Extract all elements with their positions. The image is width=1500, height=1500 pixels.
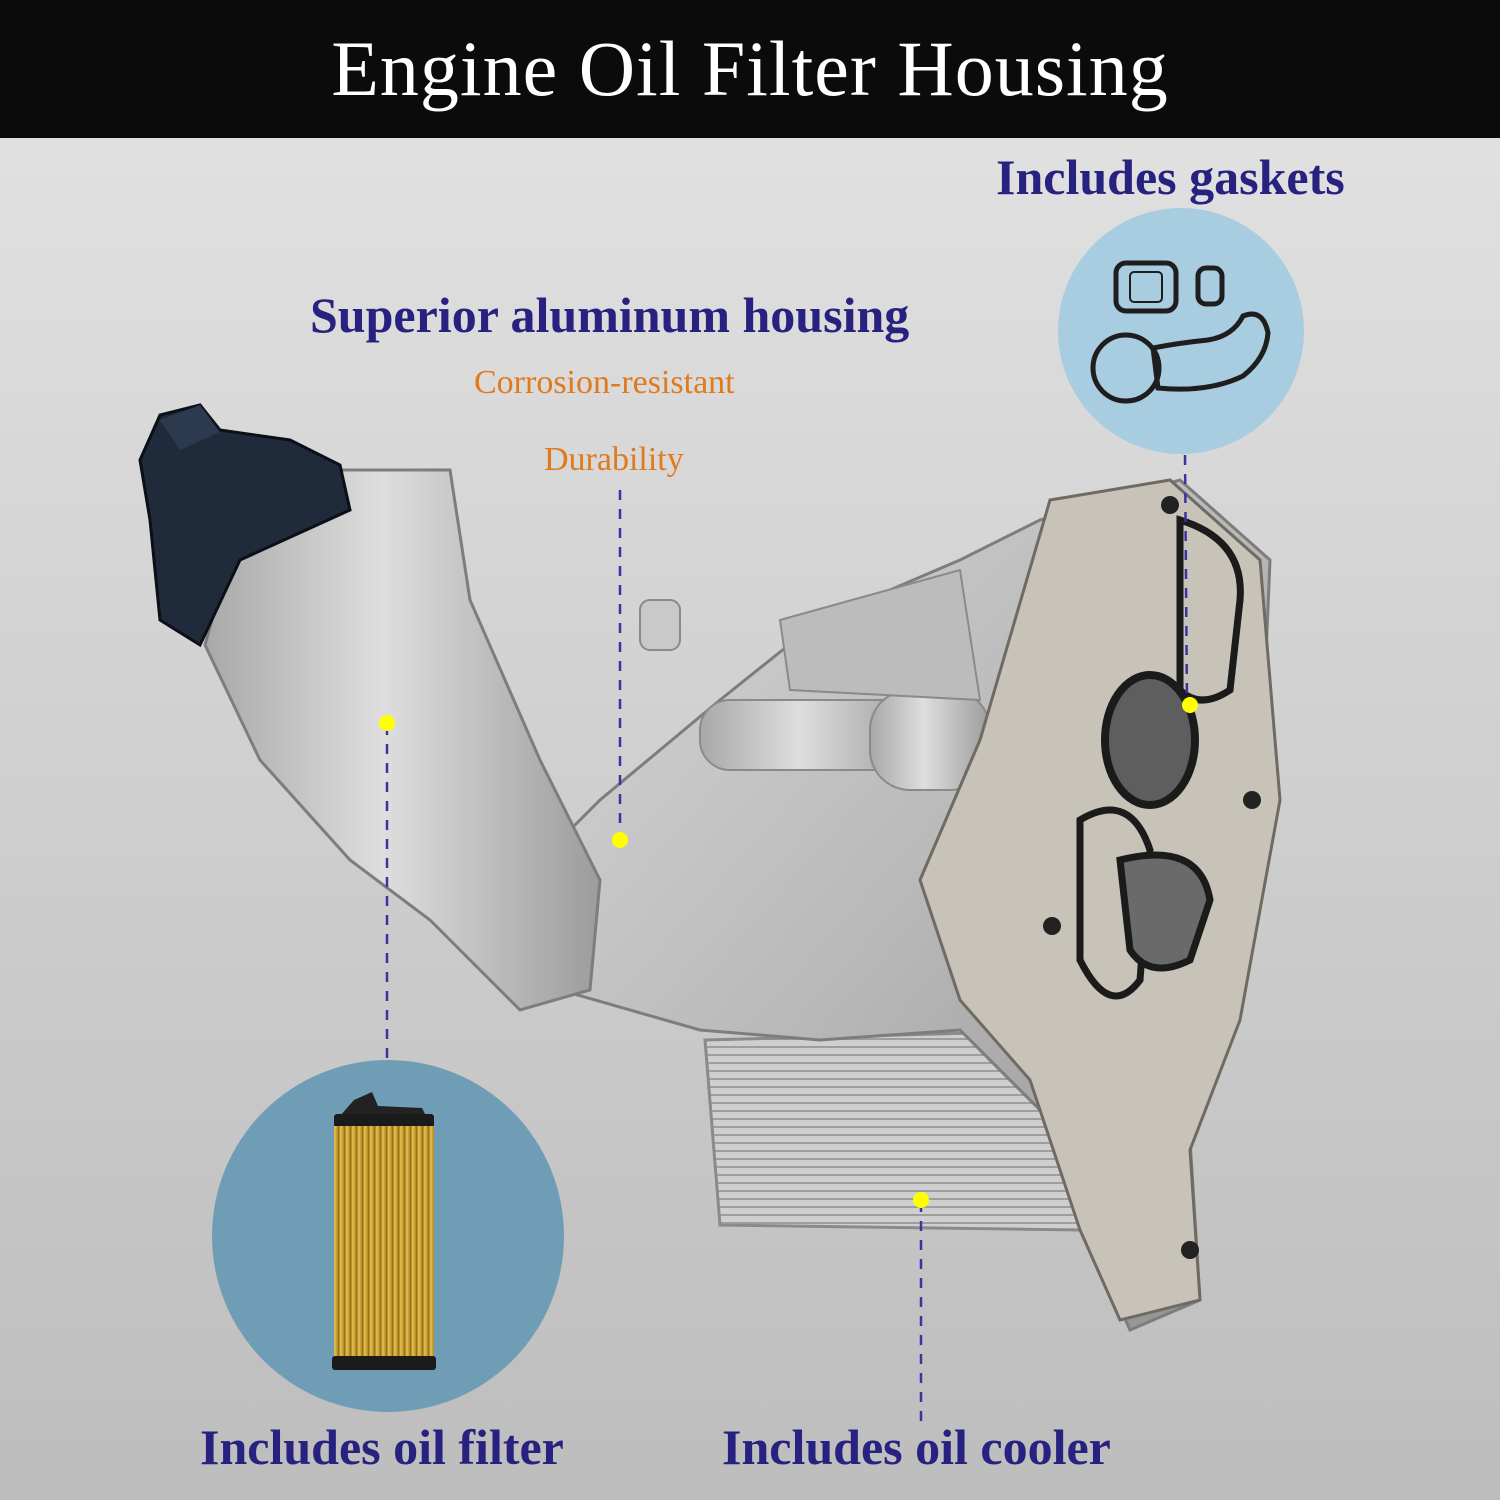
marker-dot-housing bbox=[612, 832, 628, 848]
title-banner: Engine Oil Filter Housing bbox=[0, 0, 1500, 138]
marker-dot-filter bbox=[379, 715, 395, 731]
page-title: Engine Oil Filter Housing bbox=[331, 25, 1169, 112]
housing-callout: Superior aluminum housing bbox=[310, 287, 910, 343]
marker-dots bbox=[379, 697, 1198, 1208]
corrosion-resistant-label: Corrosion-resistant bbox=[474, 364, 735, 401]
oil-filter-icon bbox=[332, 1092, 436, 1370]
gaskets-callout: Includes gaskets bbox=[996, 149, 1345, 205]
marker-dot-gaskets bbox=[1182, 697, 1198, 713]
marker-dot-cooler bbox=[913, 1192, 929, 1208]
aluminum-housing bbox=[518, 478, 1282, 1332]
gasket-icon bbox=[1090, 260, 1271, 404]
durability-label: Durability bbox=[544, 441, 684, 478]
oil-filter-callout: Includes oil filter bbox=[200, 1419, 564, 1475]
leader-lines bbox=[385, 454, 1189, 1430]
oil-filter-inset-circle bbox=[212, 1060, 564, 1412]
oil-cooler-callout: Includes oil cooler bbox=[722, 1419, 1111, 1475]
filter-canister bbox=[138, 403, 602, 1012]
gasket-inset-circle bbox=[1058, 208, 1304, 454]
